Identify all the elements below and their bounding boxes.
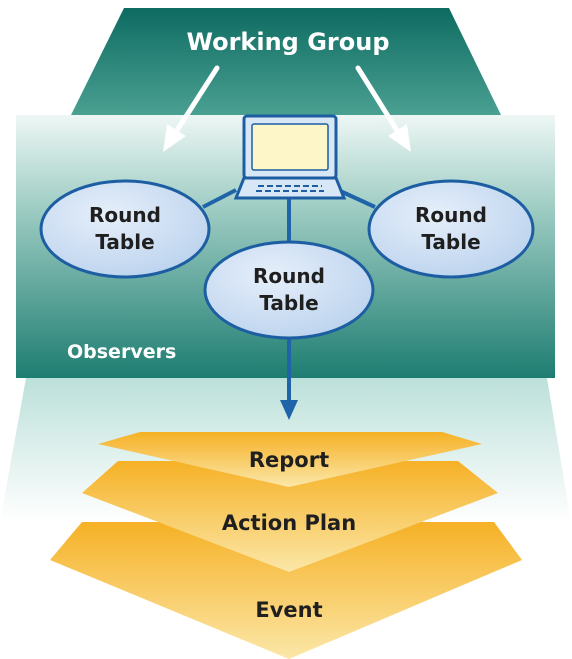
- output-event: Event: [50, 522, 522, 659]
- round-table-left: Round Table: [39, 179, 211, 279]
- round-table-right-line1: Round: [415, 203, 487, 227]
- round-table-center-line1: Round: [253, 264, 325, 288]
- title-arrow-right: [355, 65, 411, 152]
- output-arrow-head: [280, 400, 298, 420]
- round-table-right: Round Table: [367, 179, 535, 279]
- round-table-right-line2: Table: [421, 230, 480, 254]
- round-table-center: Round Table: [203, 240, 375, 340]
- working-group-title: Working Group: [186, 28, 389, 56]
- output-event-label: Event: [255, 598, 322, 622]
- working-group-panel: [71, 8, 501, 115]
- round-table-center-line2: Table: [259, 291, 318, 315]
- connector-right: [337, 188, 376, 209]
- laptop-icon: [233, 114, 347, 200]
- title-arrow-left: [163, 65, 220, 152]
- output-action-plan: Action Plan: [82, 461, 498, 572]
- output-report-label: Report: [249, 448, 329, 472]
- output-report: Report: [98, 432, 482, 487]
- round-table-left-line1: Round: [89, 203, 161, 227]
- round-table-left-line2: Table: [95, 230, 154, 254]
- output-action-plan-label: Action Plan: [222, 511, 356, 535]
- connector-left: [202, 188, 237, 209]
- observers-label: Observers: [67, 341, 176, 363]
